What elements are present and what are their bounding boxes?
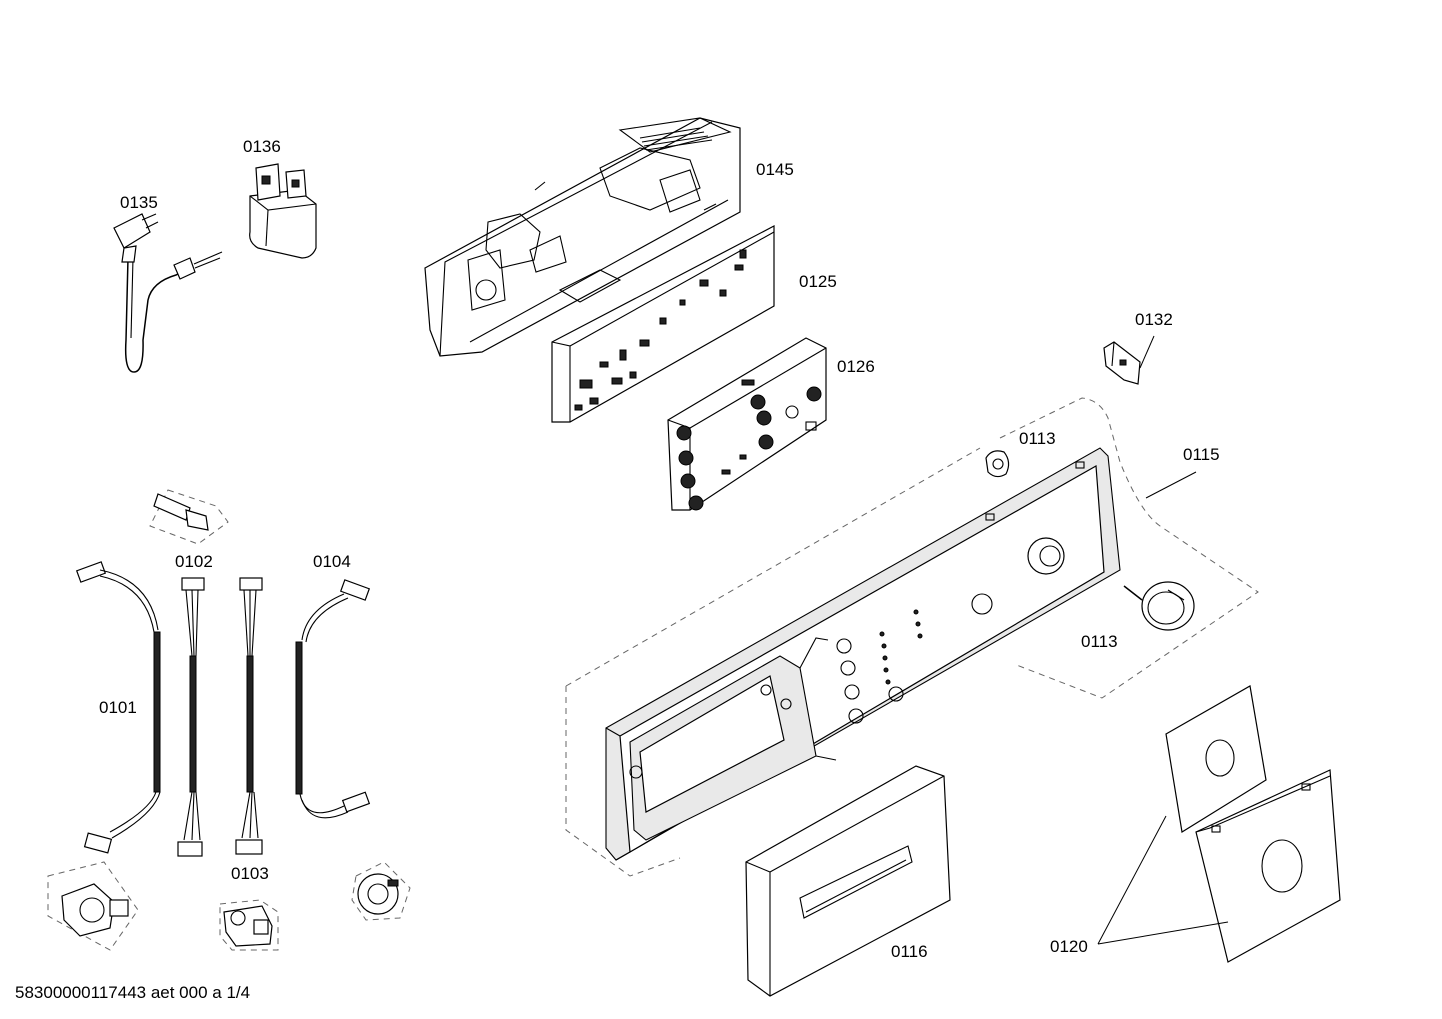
pressure-switch-part	[351, 861, 411, 921]
label-0145: 0145	[756, 160, 794, 179]
wiring-harness-0104	[295, 579, 371, 819]
fascia-panel-part	[605, 447, 1121, 861]
leader-0120-a	[1097, 815, 1167, 945]
label-0136: 0136	[243, 137, 281, 156]
wiring-harness-0101	[75, 561, 161, 854]
label-0113-top: 0113	[1019, 429, 1056, 448]
label-0101: 0101	[99, 698, 137, 717]
label-0115: 0115	[1183, 445, 1220, 464]
leader-0115	[1145, 471, 1197, 499]
bracket-part	[1103, 341, 1141, 385]
door-lock-part	[219, 899, 279, 951]
control-housing-part	[424, 117, 741, 357]
pcb-components	[574, 249, 747, 411]
fascia-leds	[879, 609, 923, 685]
label-0120: 0120	[1050, 937, 1088, 956]
label-0116: 0116	[891, 942, 928, 961]
label-0125: 0125	[799, 272, 837, 291]
label-0103: 0103	[231, 864, 269, 883]
label-0126: 0126	[837, 357, 875, 376]
fascia-buttons	[836, 537, 1065, 724]
pump-part	[47, 861, 139, 951]
main-pcb-part	[551, 225, 775, 423]
leader-0132	[1139, 335, 1155, 369]
connector-part	[149, 489, 229, 545]
assembly-outline-right	[999, 397, 1259, 699]
wiring-harness-0102	[177, 577, 205, 857]
label-0104: 0104	[313, 552, 351, 571]
filter-capacitor-part	[249, 163, 317, 259]
label-0135: 0135	[120, 193, 158, 212]
drawer-handle-part	[745, 765, 951, 997]
label-0113-bottom: 0113	[1081, 632, 1118, 651]
button-pcb-part	[667, 337, 827, 511]
housing-vent-slots	[639, 127, 713, 151]
label-0102: 0102	[175, 552, 213, 571]
leader-0120-b	[1097, 921, 1229, 945]
knob-insert-part	[985, 450, 1010, 478]
assembly-outline-left	[565, 686, 681, 877]
rotary-knob-part	[1123, 581, 1195, 631]
cover-plates-part	[1165, 685, 1341, 963]
wiring-harness-0103	[235, 577, 263, 855]
label-0132: 0132	[1135, 310, 1173, 329]
power-cord-part	[113, 213, 223, 373]
document-id: 58300000117443 aet 000 a 1/4	[15, 983, 250, 1002]
pcb-switches	[676, 379, 822, 511]
